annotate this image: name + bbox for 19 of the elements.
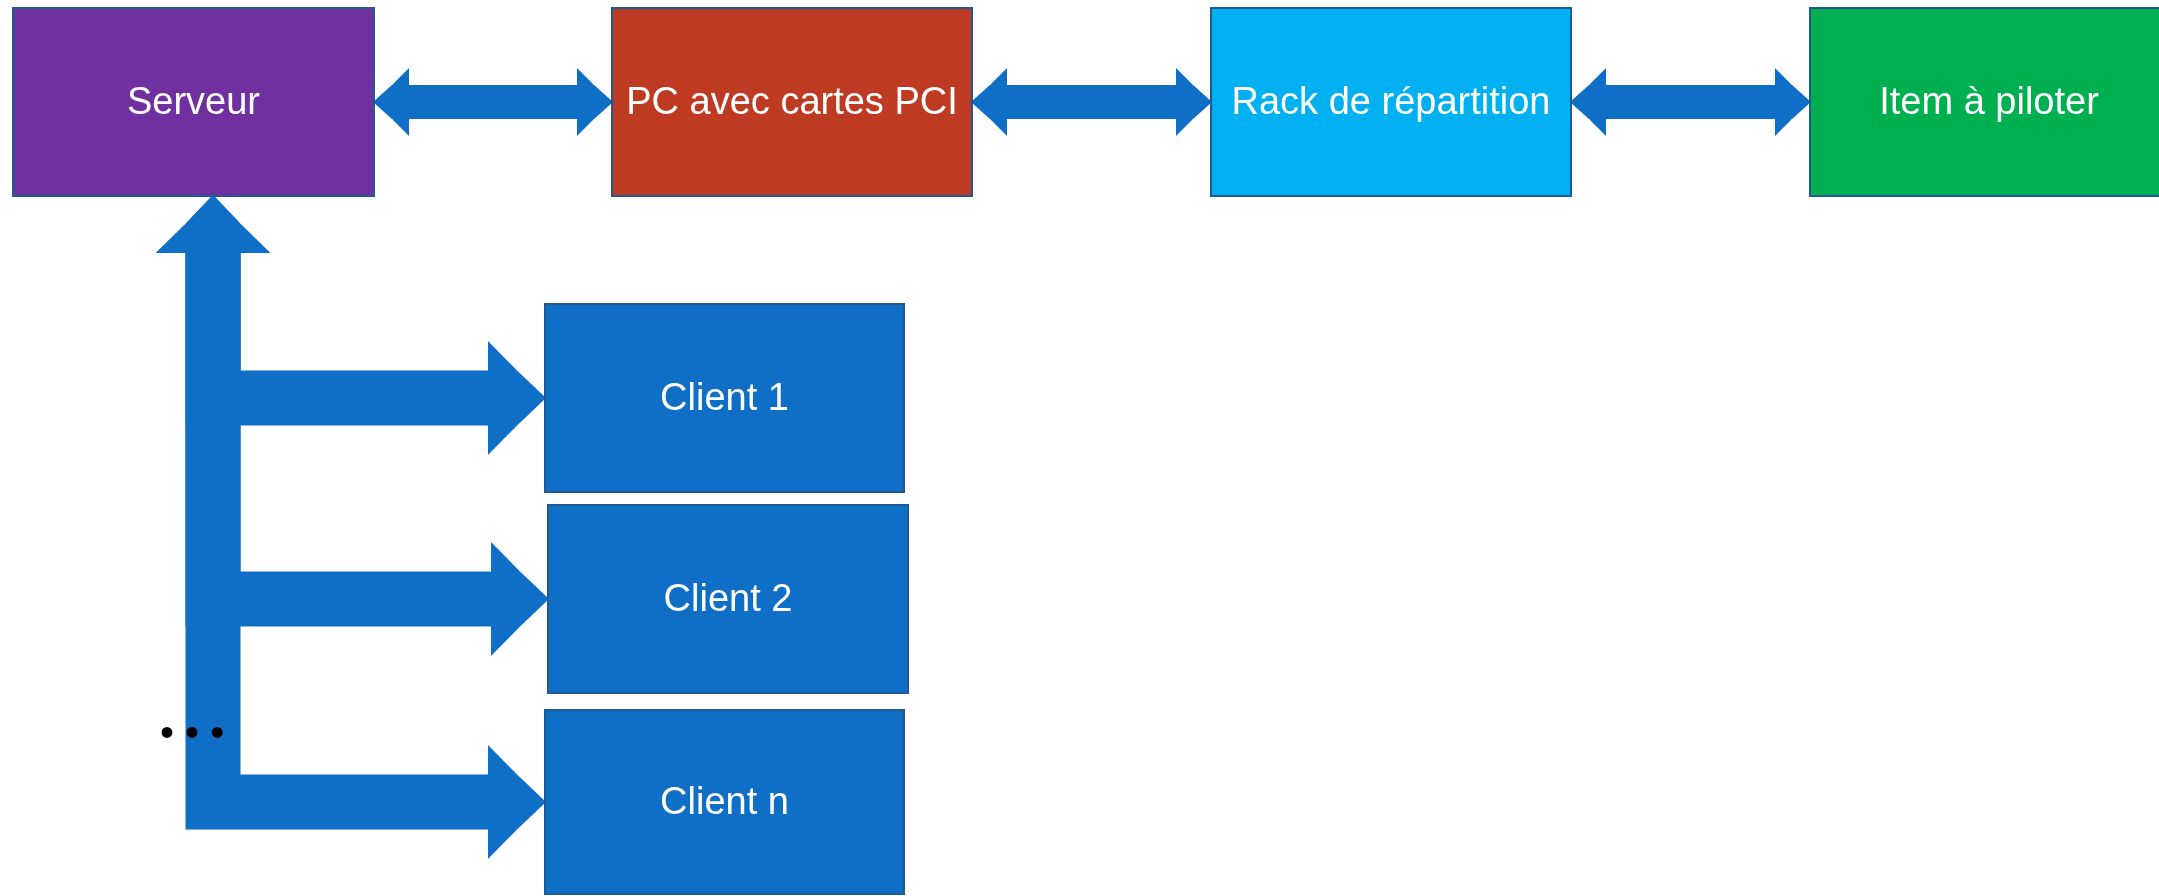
box-label: Client 1 [660,376,789,420]
box-label: PC avec cartes PCI [626,80,958,124]
box-label: Item à piloter [1879,80,2099,124]
process-box [1809,7,2159,197]
box-label: Serveur [126,80,261,124]
process-box [544,709,905,895]
ellipsis-dots: • • • [160,712,225,752]
process-box [611,7,973,197]
box-label: Rack de répartition [1231,80,1551,124]
block-arrow [1572,68,1809,136]
block-arrow [375,68,611,136]
block-arrow [973,68,1210,136]
process-box [1210,7,1572,197]
block-arrow [156,197,544,859]
process-box [12,7,375,197]
process-box [544,303,905,493]
process-box [547,504,909,694]
box-label: Client 2 [663,577,793,621]
box-label: Client n [660,780,789,824]
